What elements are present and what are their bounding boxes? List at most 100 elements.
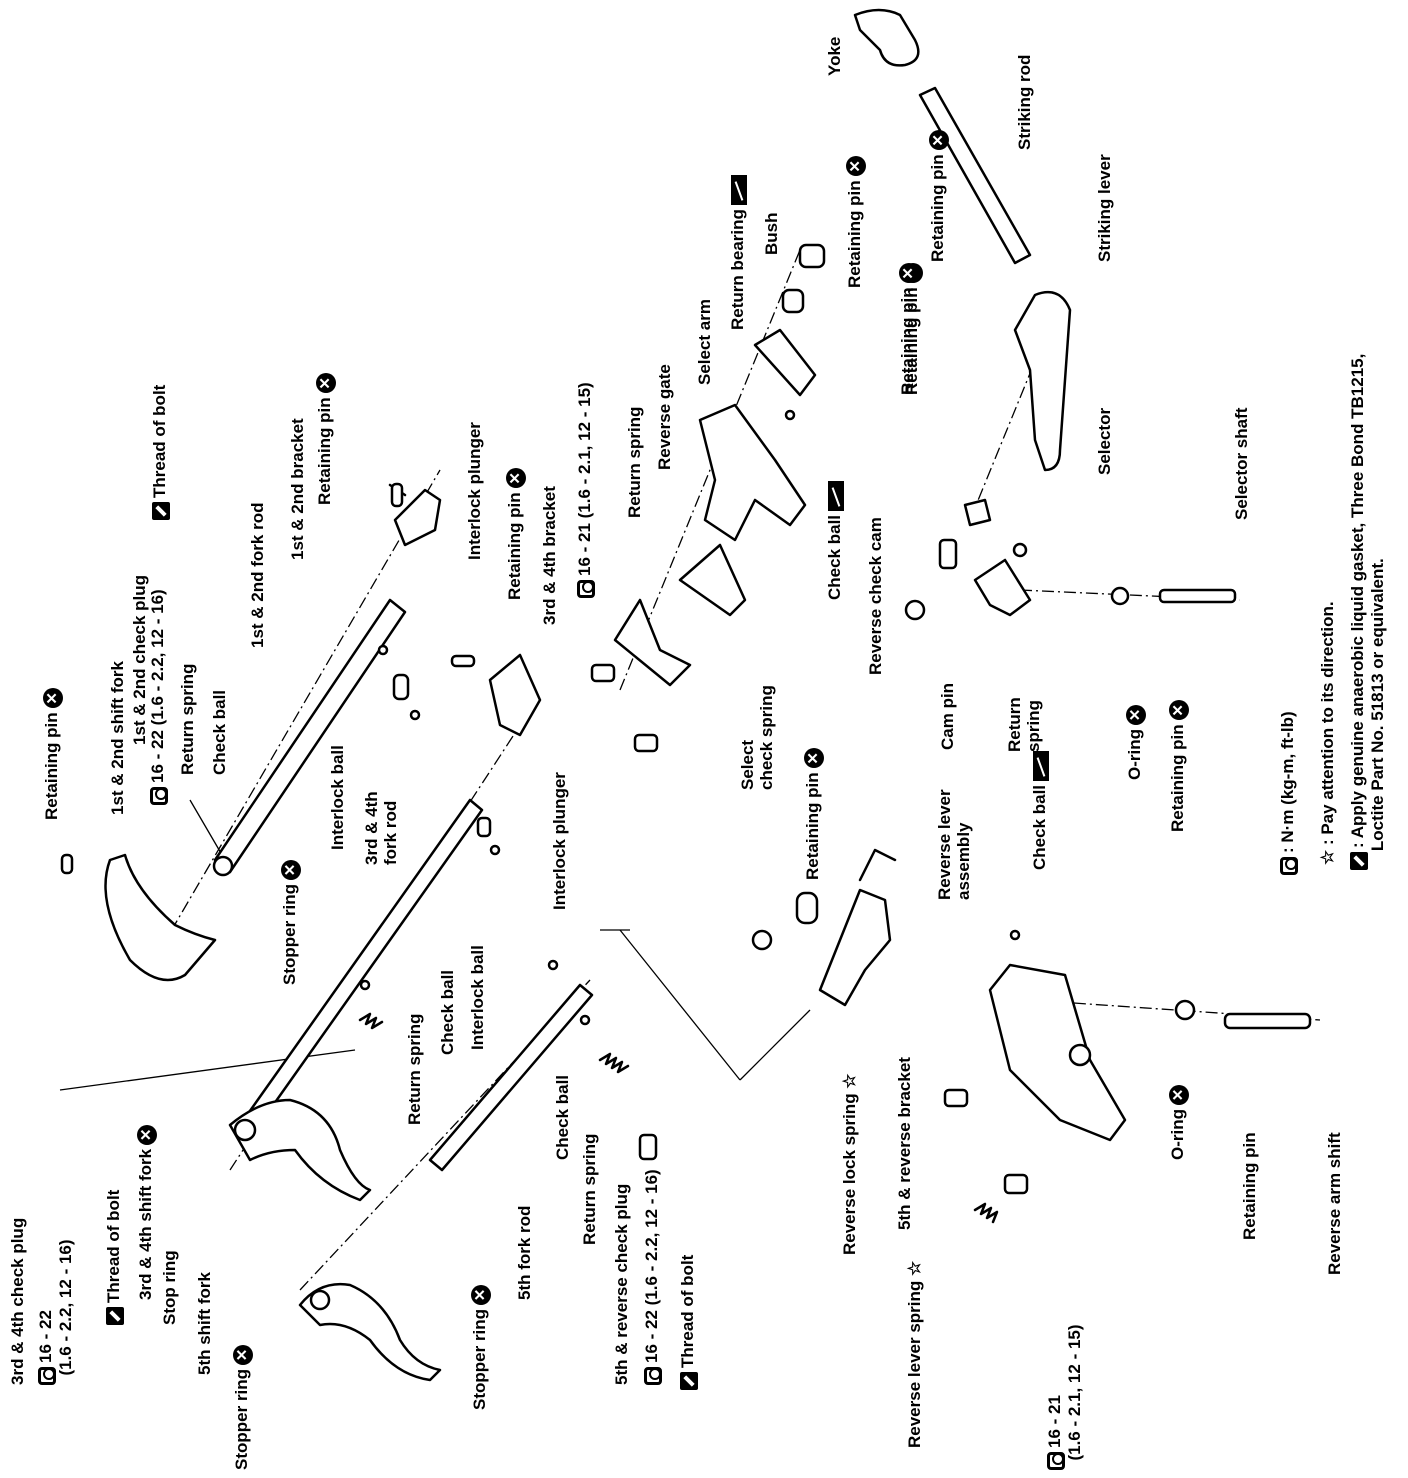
label-check-ball-center: Check ball (1030, 750, 1049, 870)
reverse-check-cam (963, 498, 992, 527)
label-reverse-lever-spring: Reverse lever spring ☆ (905, 1260, 924, 1448)
reverse-gate (698, 403, 807, 542)
label-retaining-pin-upper-left: Retaining pin✕ (315, 373, 336, 505)
label-striking-lever: Striking lever (1095, 154, 1114, 262)
label-reverse-lever-assembly: Reverse lever assembly (935, 789, 974, 900)
fork-rod-1-2 (212, 598, 407, 877)
label-torque-1-2: 16 - 22 (1.6 - 2.2, 12 - 16) (148, 589, 168, 805)
replace-icon: ✕ (1125, 705, 1146, 725)
label-stopper-ring-bottom: Stopper ring✕ (470, 1284, 491, 1410)
label-retaining-pin-mid: Retaining pin✕ (505, 468, 526, 600)
label-retaining-pin-top-2: Retaining pin✕ (928, 130, 949, 262)
label-return-spring-right: Return spring (1005, 697, 1044, 752)
striking-rod (918, 86, 1032, 265)
label-retaining-pin-bottom: Retaining pin (1240, 1132, 1259, 1240)
label-stopper-ring-upper: Stopper ring✕ (280, 859, 301, 985)
label-retaining-pin-top-1: Retaining pin✕ (845, 156, 866, 288)
label-retaining-pin-right-low: Retaining pin✕ (1168, 700, 1189, 832)
label-shift-fork-3-4: 3rd & 4th shift fork✕ (136, 1124, 157, 1300)
label-stopper-ring-left: Stopper ring✕ (232, 1344, 253, 1470)
sealant-tube-icon (1349, 852, 1368, 870)
label-return-spring-mid: Return spring (405, 1013, 424, 1125)
label-check-plug-3-4: 3rd & 4th check plug (8, 1217, 27, 1385)
label-check-ball-1-2: Check ball (210, 689, 229, 775)
replace-icon: ✕ (470, 1284, 491, 1305)
legend-torque: : N·m (kg-m, ft-lb) (1278, 711, 1298, 875)
sealant-tube-icon (105, 1307, 124, 1325)
label-retaining-pin-center: Retaining pin✕ (803, 748, 824, 880)
label-fork-rod-5: 5th fork rod (515, 1205, 534, 1300)
replace-icon: ✕ (42, 688, 63, 709)
replace-icon: ✕ (845, 156, 866, 177)
bracket-5r (818, 888, 892, 1007)
label-check-plug-1-2: 1st & 2nd check plug (130, 574, 149, 745)
label-stop-ring: Stop ring (160, 1250, 179, 1325)
torque-wrench-icon (576, 580, 595, 598)
oil-can-icon (827, 480, 844, 511)
reverse-lever-assembly (988, 963, 1127, 1142)
label-selector-shaft: Selector shaft (1232, 407, 1251, 520)
label-striking-rod: Striking rod (1015, 54, 1034, 150)
label-torque-5r: 16 - 22 (1.6 - 2.2, 12 - 16) (642, 1169, 662, 1385)
label-torque-top-center: 16 - 21 (1.6 - 2.1, 12 - 15) (575, 382, 595, 598)
bracket-3-4 (488, 653, 542, 737)
label-check-plug-5r: 5th & reverse check plug (612, 1183, 631, 1385)
label-check-ball-mid: Check ball (438, 969, 457, 1055)
return-spring-lower (598, 1052, 630, 1074)
label-reverse-check-cam: Reverse check cam (866, 517, 885, 675)
label-check-ball-lower: Check ball (553, 1074, 572, 1160)
label-return-bearing: Return bearing (728, 175, 747, 330)
return-spring-mid (358, 1012, 384, 1030)
label-reverse-lock-spring: Reverse lock spring ☆ (840, 1073, 859, 1255)
sealant-tube-icon (151, 502, 170, 520)
label-thread-of-bolt-bottom: Thread of bolt (678, 1255, 698, 1390)
shift-fork-5 (298, 1282, 442, 1382)
label-check-ball-right-top: Check ball (825, 480, 844, 600)
label-thread-of-bolt-top: Thread of bolt (150, 385, 170, 520)
label-o-ring-bottom: O-ring✕ (1168, 1085, 1189, 1160)
label-torque-3-4: 16 - 22 (1.6 - 2.2, 12 - 16) (36, 1239, 75, 1385)
bracket-1-2 (393, 488, 442, 547)
replace-icon: ✕ (505, 468, 526, 489)
replace-icon: ✕ (898, 263, 919, 284)
label-bracket-3-4: 3rd & 4th bracket (540, 486, 559, 625)
replace-icon: ✕ (928, 130, 949, 151)
replace-icon: ✕ (315, 373, 336, 394)
label-shift-fork-1-2: 1st & 2nd shift fork (108, 661, 127, 815)
label-fork-rod-1-2: 1st & 2nd fork rod (248, 502, 267, 648)
label-thread-of-bolt-left: Thread of bolt (104, 1190, 124, 1325)
replace-icon: ✕ (232, 1344, 253, 1365)
reverse-lever-spring (973, 1202, 999, 1224)
label-interlock-plunger-lower: Interlock plunger (550, 772, 569, 910)
replace-icon: ✕ (803, 748, 824, 769)
label-reverse-arm-shift: Reverse arm shift (1325, 1132, 1344, 1275)
torque-wrench-icon (37, 1367, 56, 1385)
label-retaining-pin-far-left: Retaining pin✕ (42, 688, 63, 820)
label-interlock-plunger-top: Interlock plunger (465, 422, 484, 560)
label-retaining-pin-right: Retaining pin✕ (898, 263, 919, 395)
label-selector: Selector (1095, 407, 1114, 475)
label-select-arm: Select arm (695, 299, 714, 385)
label-return-spring-1-2: Return spring (178, 663, 197, 775)
label-return-spring-lower: Return spring (580, 1133, 599, 1245)
selector (973, 558, 1032, 617)
fork-rod-3-4 (238, 798, 484, 1137)
label-interlock-ball-lower: Interlock ball (468, 945, 487, 1050)
sealant-tube-icon (679, 1372, 698, 1390)
label-bush: Bush (762, 212, 781, 256)
replace-icon: ✕ (136, 1124, 157, 1145)
replace-icon: ✕ (1168, 1085, 1189, 1105)
legend-direction: ☆ : Pay attention to its direction. (1318, 601, 1337, 865)
fork-rod-5 (428, 983, 594, 1172)
shift-fork-3-4 (228, 1098, 372, 1202)
label-o-ring-right: O-ring✕ (1125, 705, 1146, 780)
torque-wrench-icon (643, 1367, 662, 1385)
replace-icon: ✕ (280, 859, 301, 880)
label-cam-pin: Cam pin (938, 682, 957, 750)
select-arm (753, 328, 817, 397)
label-return-spring-top: Return spring (625, 406, 644, 518)
torque-wrench-icon (149, 787, 168, 805)
label-reverse-gate: Reverse gate (655, 364, 674, 470)
oil-can-icon (730, 175, 747, 206)
